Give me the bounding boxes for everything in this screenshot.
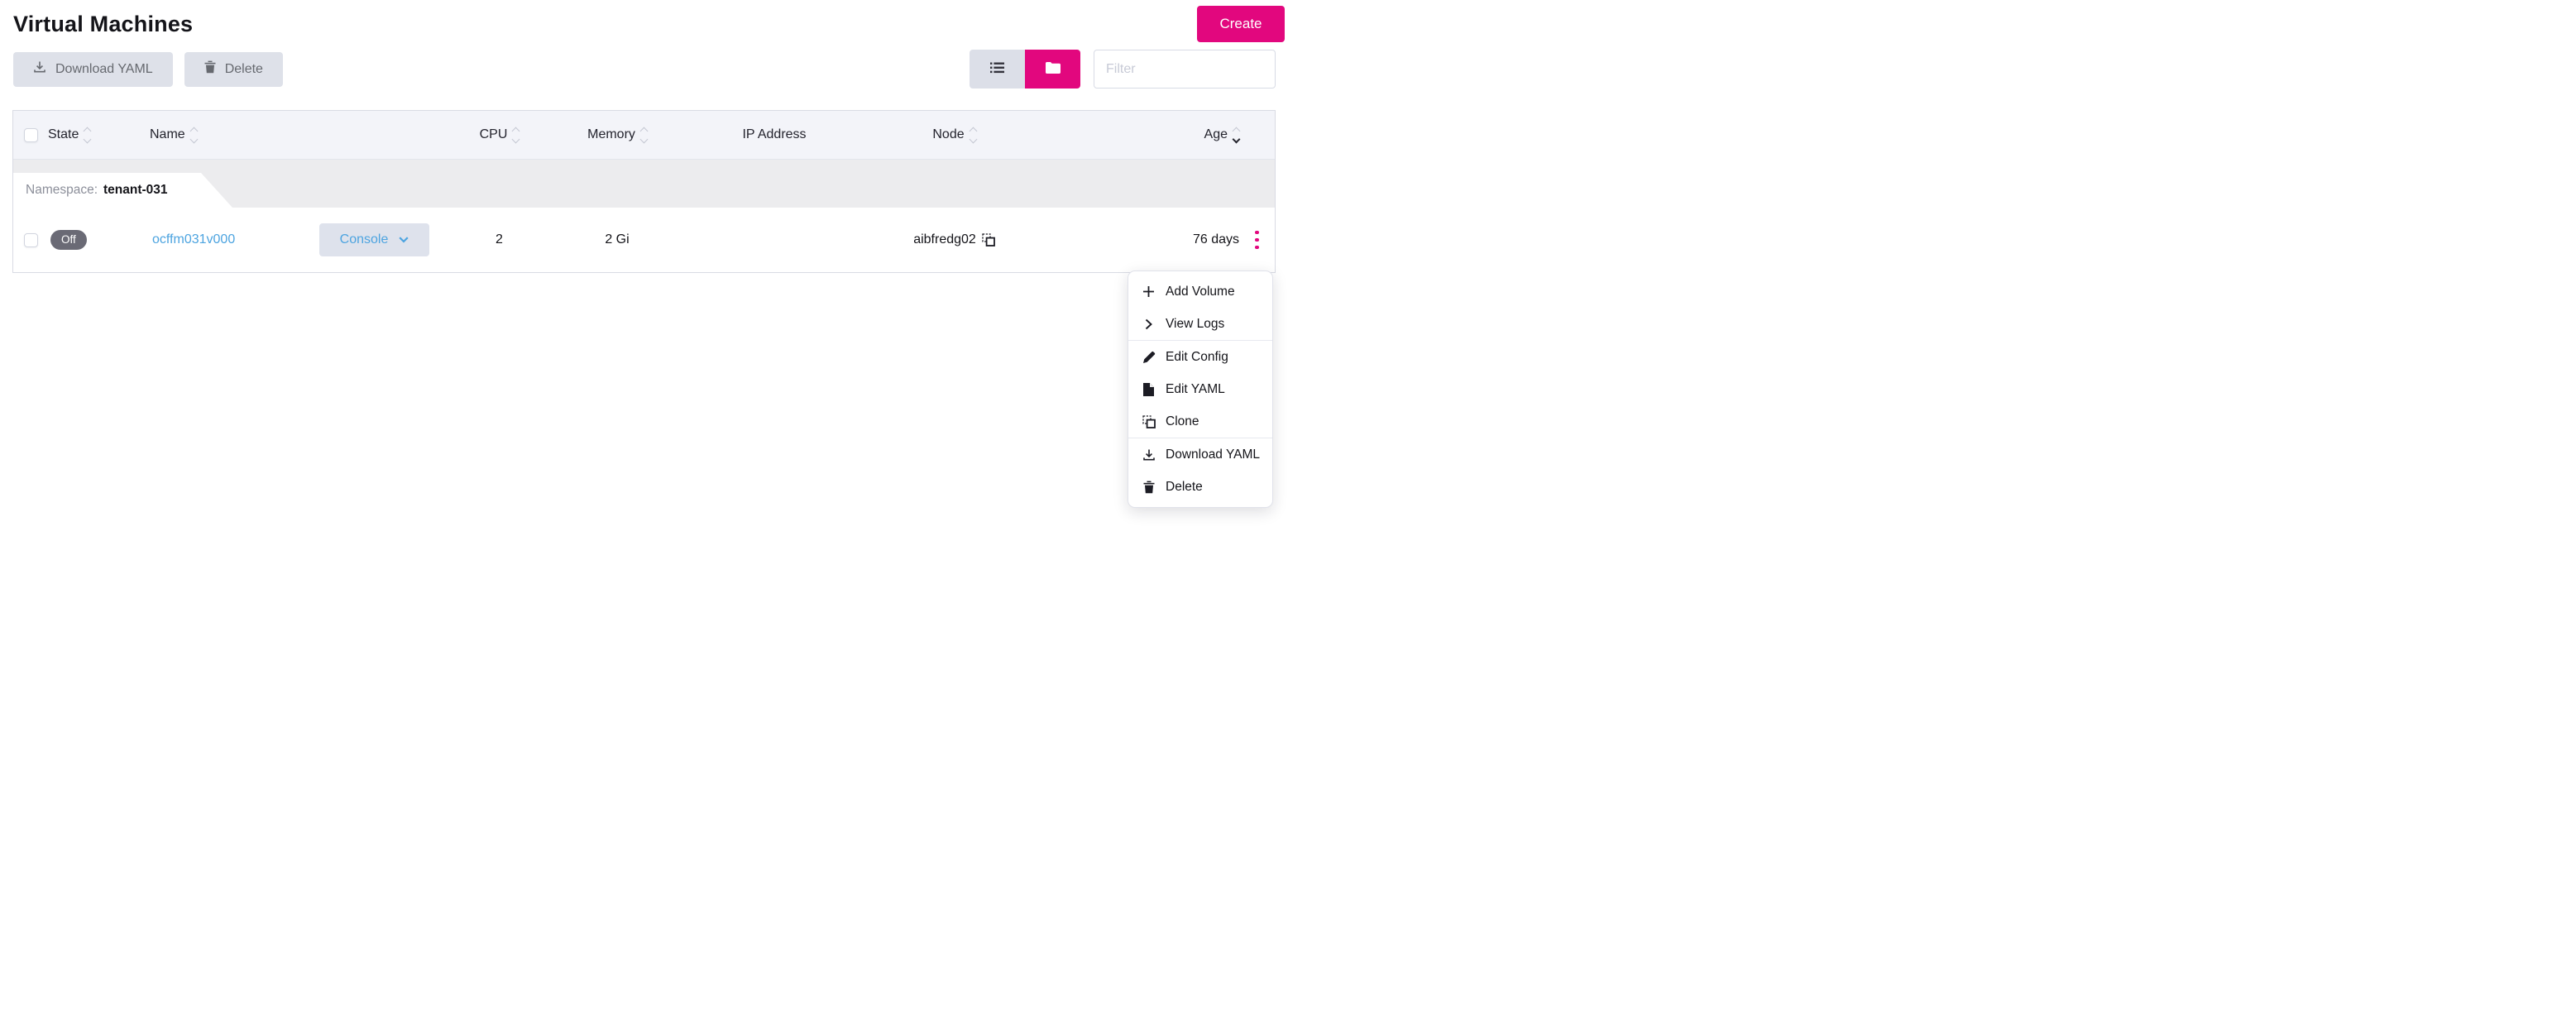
column-header-label: Memory bbox=[587, 127, 635, 141]
column-header-label: IP Address bbox=[742, 127, 807, 141]
menu-item-view-logs[interactable]: View Logs bbox=[1128, 308, 1272, 340]
menu-item-label: View Logs bbox=[1166, 316, 1225, 331]
menu-item-label: Edit YAML bbox=[1166, 381, 1225, 396]
pencil-icon bbox=[1142, 351, 1156, 364]
list-view-button[interactable] bbox=[970, 50, 1025, 89]
status-badge: Off bbox=[50, 230, 87, 250]
age-cell: 76 days bbox=[1192, 232, 1239, 246]
create-button[interactable]: Create bbox=[1197, 6, 1285, 42]
column-header-state[interactable]: State bbox=[48, 127, 150, 143]
sort-icon bbox=[639, 127, 649, 143]
table-header-row: State Name CPU Memory IP Address Node bbox=[13, 111, 1275, 160]
memory-cell: 2 Gi bbox=[605, 232, 630, 246]
column-header-name[interactable]: Name bbox=[150, 127, 319, 143]
name-cell: ocffm031v000 bbox=[150, 232, 319, 247]
column-header-label: CPU bbox=[479, 127, 508, 141]
virtual-machines-page: Virtual Machines Create Download YAML De… bbox=[0, 0, 1288, 514]
menu-item-label: Add Volume bbox=[1166, 284, 1235, 299]
page-title: Virtual Machines bbox=[13, 12, 194, 36]
column-header-ip-address: IP Address bbox=[692, 127, 857, 142]
actions-bar: Download YAML Delete bbox=[0, 50, 1288, 89]
menu-item-clone[interactable]: Clone bbox=[1128, 405, 1272, 438]
menu-item-delete[interactable]: Delete bbox=[1128, 471, 1272, 503]
plus-icon bbox=[1142, 285, 1156, 298]
select-all-checkbox[interactable] bbox=[24, 127, 38, 142]
sort-icon bbox=[969, 127, 978, 143]
list-icon bbox=[990, 62, 1004, 76]
menu-item-add-volume[interactable]: Add Volume bbox=[1128, 275, 1272, 308]
column-header-memory[interactable]: Memory bbox=[543, 127, 692, 143]
menu-item-download-yaml[interactable]: Download YAML bbox=[1128, 438, 1272, 471]
kebab-menu-button[interactable] bbox=[1250, 226, 1264, 255]
menu-item-label: Clone bbox=[1166, 414, 1199, 428]
column-header-label: Name bbox=[150, 127, 185, 141]
menu-item-edit-config[interactable]: Edit Config bbox=[1128, 341, 1272, 373]
chevron-right-icon bbox=[1142, 318, 1156, 330]
delete-button[interactable]: Delete bbox=[184, 51, 283, 87]
trash-icon bbox=[204, 60, 216, 78]
column-header-label: Age bbox=[1204, 127, 1228, 141]
download-icon bbox=[33, 60, 46, 78]
namespace-label: Namespace: bbox=[26, 183, 98, 197]
sort-icon-active bbox=[1232, 127, 1241, 143]
copy-icon[interactable] bbox=[982, 233, 995, 246]
bulk-actions: Download YAML Delete bbox=[13, 51, 283, 87]
column-header-label: State bbox=[48, 127, 79, 141]
row-select-cell bbox=[13, 232, 48, 247]
filter-input[interactable] bbox=[1094, 50, 1276, 89]
vm-name-link[interactable]: ocffm031v000 bbox=[152, 232, 236, 246]
namespace-group-row: Namespace: tenant-031 bbox=[13, 160, 1275, 208]
cpu-cell: 2 bbox=[496, 232, 503, 246]
view-mode-toggle bbox=[970, 50, 1080, 89]
sort-icon bbox=[83, 127, 92, 143]
menu-item-edit-yaml[interactable]: Edit YAML bbox=[1128, 373, 1272, 405]
select-all-cell bbox=[13, 127, 48, 142]
console-cell: Console bbox=[319, 223, 456, 256]
row-actions-cell bbox=[1239, 226, 1275, 255]
grouped-view-button[interactable] bbox=[1025, 50, 1080, 89]
column-header-age[interactable]: Age bbox=[1051, 127, 1241, 143]
column-header-label: Node bbox=[932, 127, 965, 141]
view-tools bbox=[970, 50, 1276, 89]
delete-label: Delete bbox=[224, 61, 263, 76]
menu-item-label: Download YAML bbox=[1166, 447, 1261, 462]
namespace-group-tab: Namespace: tenant-031 bbox=[13, 173, 232, 208]
node-name: aibfredg02 bbox=[913, 232, 976, 246]
console-button[interactable]: Console bbox=[319, 223, 429, 256]
download-icon bbox=[1142, 448, 1156, 462]
download-yaml-label: Download YAML bbox=[55, 61, 153, 76]
console-label: Console bbox=[339, 232, 389, 246]
trash-icon bbox=[1142, 481, 1156, 494]
folder-icon bbox=[1045, 62, 1061, 76]
sort-icon bbox=[511, 127, 520, 143]
copy-icon bbox=[1142, 414, 1156, 428]
sort-icon bbox=[189, 127, 199, 143]
column-header-cpu[interactable]: CPU bbox=[456, 127, 543, 143]
row-checkbox[interactable] bbox=[24, 232, 38, 247]
row-actions-menu: Add Volume View Logs Edit Config Edit YA… bbox=[1128, 270, 1273, 508]
node-cell: aibfredg02 bbox=[857, 232, 1051, 247]
file-icon bbox=[1142, 382, 1156, 396]
vm-table: State Name CPU Memory IP Address Node bbox=[12, 110, 1276, 273]
chevron-down-icon bbox=[399, 237, 409, 243]
state-cell: Off bbox=[48, 230, 150, 250]
menu-divider bbox=[1128, 340, 1272, 341]
namespace-group-band: Namespace: tenant-031 bbox=[13, 160, 1275, 208]
column-header-node[interactable]: Node bbox=[857, 127, 1051, 143]
menu-item-label: Edit Config bbox=[1166, 349, 1228, 364]
table-row: Off ocffm031v000 Console 2 2 Gi aibfredg… bbox=[13, 208, 1275, 272]
download-yaml-button[interactable]: Download YAML bbox=[13, 51, 173, 87]
menu-item-label: Delete bbox=[1166, 479, 1203, 494]
namespace-value: tenant-031 bbox=[103, 183, 168, 197]
top-bar: Virtual Machines Create bbox=[0, 0, 1288, 42]
